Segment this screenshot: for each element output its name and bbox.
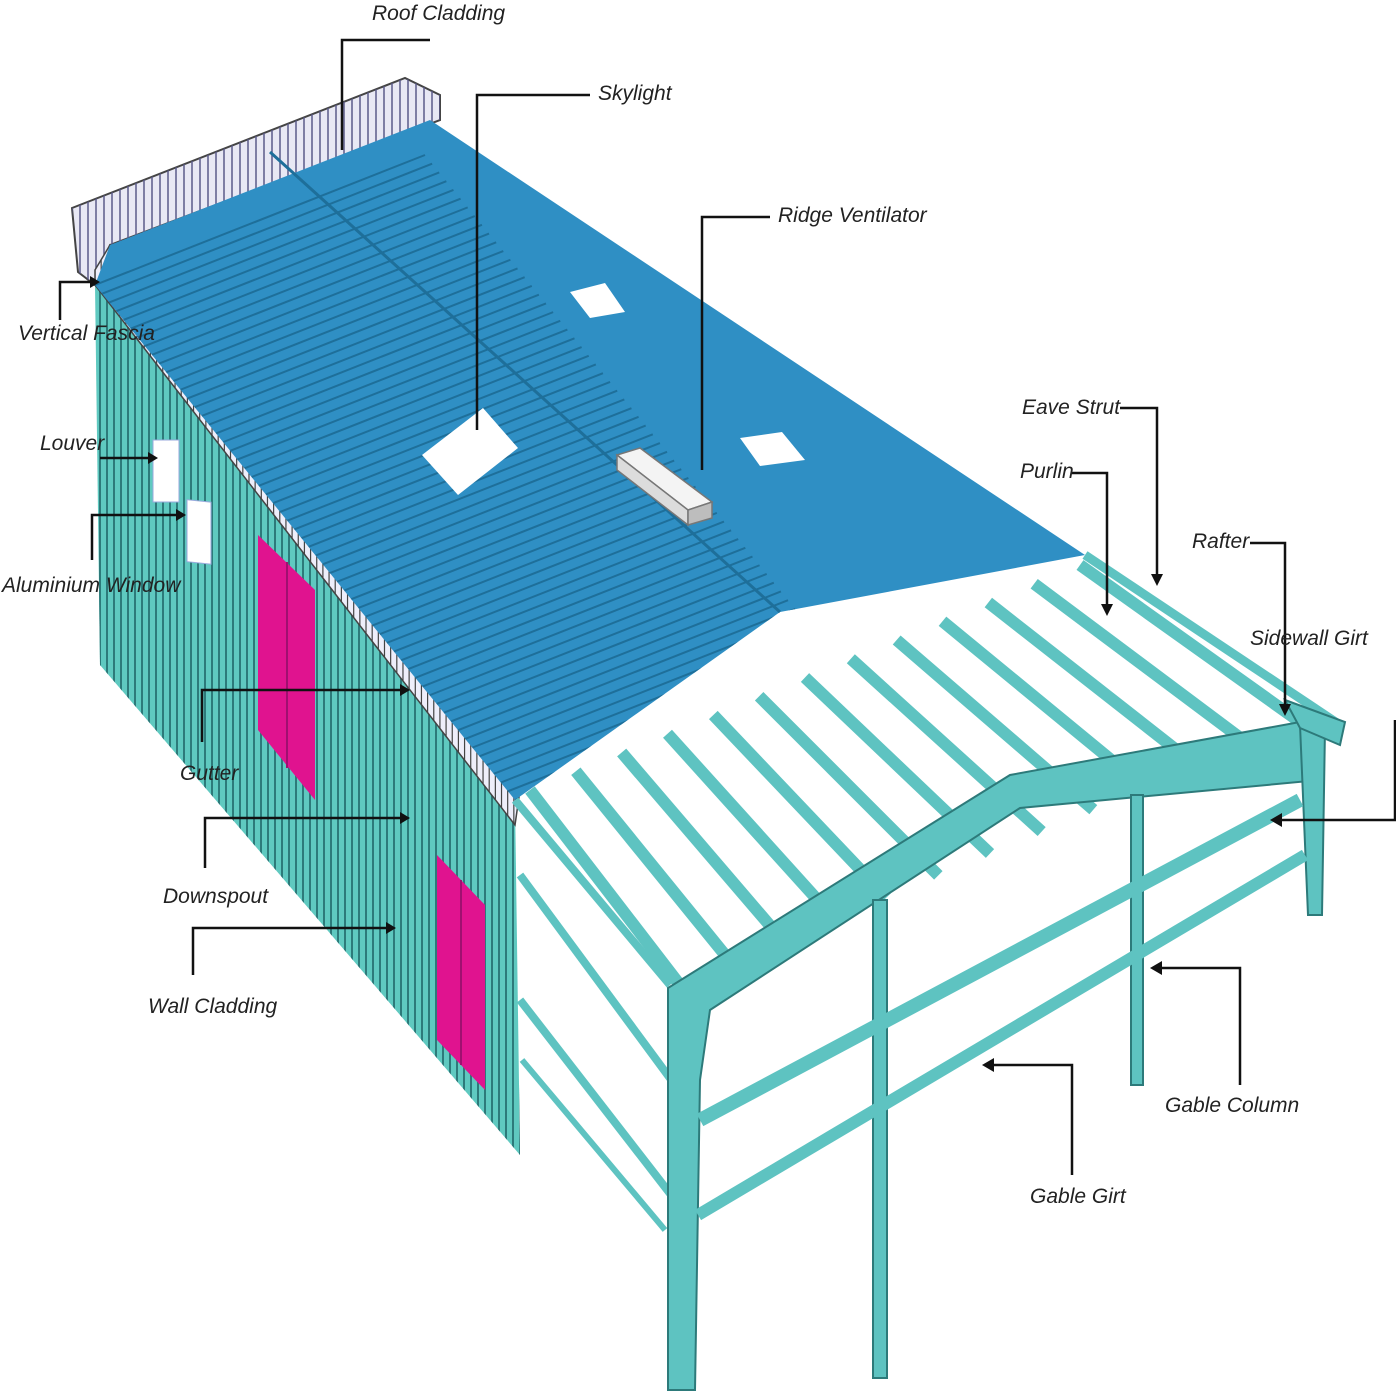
roof-ribs [95,154,846,800]
label-aluminium-window: Aluminium Window [0,574,182,597]
label-sidewall-girt: Sidewall Girt [1250,627,1369,650]
window-upper [152,439,180,503]
label-purlin: Purlin [1020,460,1074,483]
skylight-1 [422,408,518,495]
gable-girt-lower [694,849,1309,1221]
label-ridge-ventilator: Ridge Ventilator [778,204,928,227]
skylight-3 [740,432,805,466]
end-rafter-frame [667,720,1327,1391]
window-lower [186,499,212,565]
arrowheads [90,276,1291,1072]
ridge-ventilator [615,447,714,527]
door-1 [258,535,315,800]
label-gutter: Gutter [180,762,239,785]
labels: Roof Cladding Skylight Ridge Ventilator … [0,2,1369,1208]
label-eave-strut: Eave Strut [1022,396,1121,419]
label-downspout: Downspout [163,885,269,908]
gutter-end [1282,698,1347,747]
gable-girt-upper [696,793,1304,1127]
skylight-2 [570,283,625,318]
label-gable-column: Gable Column [1165,1094,1299,1117]
label-rafter: Rafter [1192,530,1250,553]
label-gable-girt: Gable Girt [1030,1185,1127,1208]
label-wall-cladding: Wall Cladding [148,995,277,1018]
door-2 [437,855,485,1090]
label-vertical-fascia: Vertical Fascia [18,322,155,345]
label-skylight: Skylight [598,82,673,105]
structural-frame [511,551,1347,1391]
gable-column-1 [872,899,888,1379]
leader-lines [58,38,1396,1175]
gable-column-2 [1130,794,1144,1086]
label-louver: Louver [40,432,105,455]
label-roof-cladding: Roof Cladding [372,2,505,25]
roof-cladding [95,120,1085,800]
